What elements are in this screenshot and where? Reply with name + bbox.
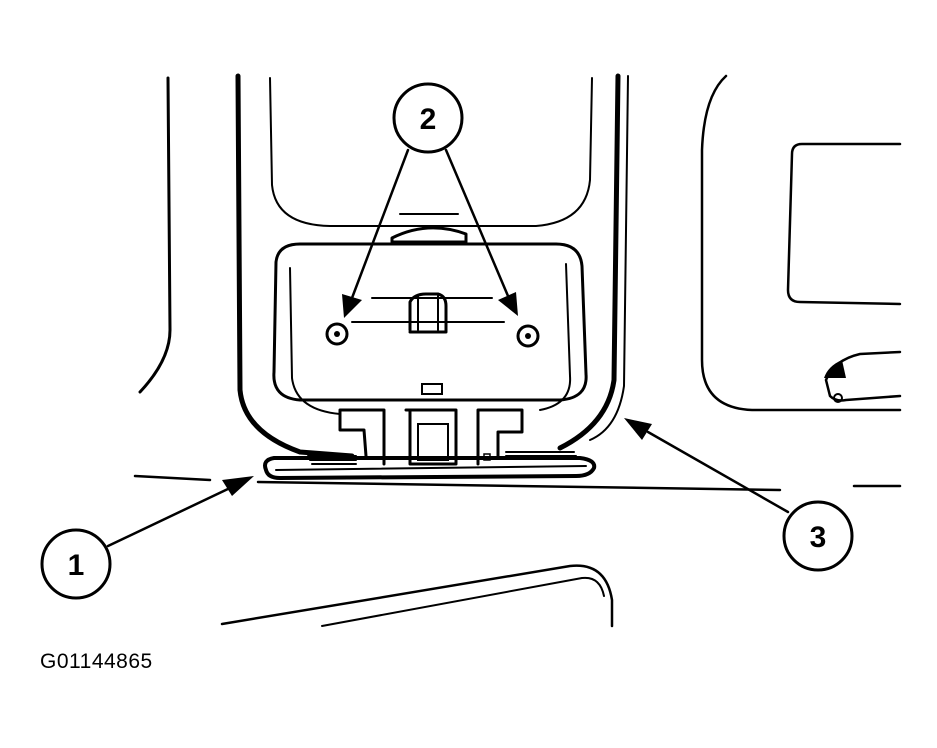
bezel-hatch-right <box>505 451 577 457</box>
upper-lens <box>390 226 468 244</box>
callout-1: 1 <box>40 528 112 600</box>
center-clip-detail <box>417 295 439 331</box>
console-housing-inner-right <box>589 75 629 441</box>
recess-pocket-inner <box>289 263 572 415</box>
lower-tab-window <box>417 423 449 461</box>
small-slot <box>421 383 443 395</box>
right-screw <box>516 324 540 348</box>
callout-2-arrows <box>342 148 518 318</box>
callout-3-arrow <box>624 418 790 514</box>
right-panel-outline <box>700 74 902 412</box>
console-trim-lip <box>263 456 597 480</box>
lower-panel-inner <box>321 576 605 627</box>
right-switch-pin <box>833 393 843 403</box>
callout-1-arrow <box>106 476 254 548</box>
center-clip <box>408 292 448 334</box>
console-housing-outer <box>235 73 355 459</box>
lower-tabs <box>338 408 524 466</box>
headliner-line <box>256 480 782 492</box>
svg-text:2: 2 <box>420 103 437 136</box>
mounting-bar <box>351 297 505 323</box>
callout-3: 3 <box>782 500 854 572</box>
right-switch-fill <box>824 360 846 378</box>
left-screw <box>325 322 349 346</box>
console-trim-lip-inner <box>275 465 587 471</box>
figure-code: G01144865 <box>40 650 153 673</box>
console-housing-inner <box>269 77 593 227</box>
lower-panel <box>220 564 614 628</box>
right-lamp-lens <box>786 142 902 306</box>
headliner-line-left <box>133 474 212 482</box>
recess-pocket <box>272 242 588 402</box>
console-housing-outer-right <box>557 73 621 451</box>
svg-text:3: 3 <box>810 521 827 554</box>
callout-2: 2 <box>392 82 464 154</box>
svg-text:1: 1 <box>68 549 85 582</box>
left-headliner-edge <box>138 76 172 394</box>
